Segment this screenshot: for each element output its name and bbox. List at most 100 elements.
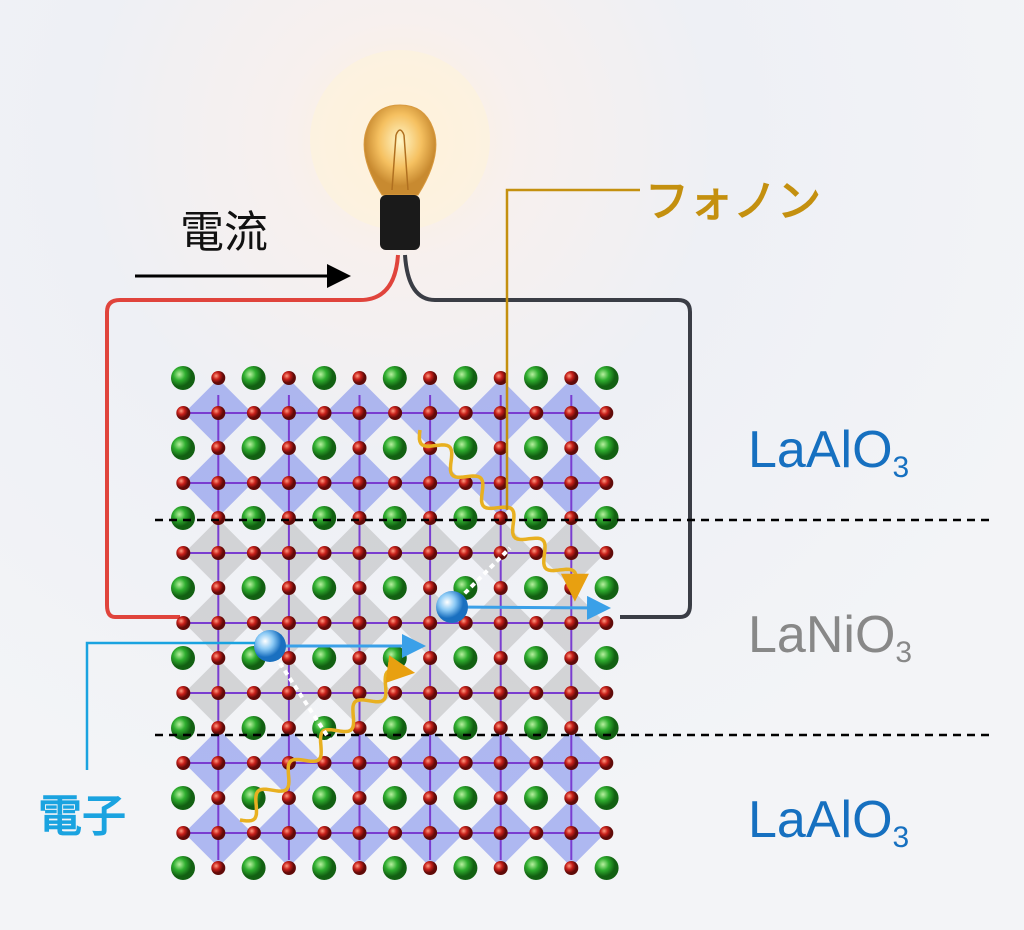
o-atom bbox=[352, 441, 367, 455]
o-atom bbox=[281, 581, 296, 595]
o-atom bbox=[599, 476, 614, 490]
o-atom bbox=[211, 581, 226, 595]
o-atom bbox=[211, 686, 226, 700]
o-atom bbox=[564, 511, 579, 525]
la-atom bbox=[453, 786, 478, 810]
la-atom bbox=[594, 576, 619, 600]
o-atom bbox=[599, 686, 614, 700]
o-atom bbox=[317, 616, 332, 630]
o-atom bbox=[352, 686, 367, 700]
o-atom bbox=[564, 791, 579, 805]
light-bulb-icon bbox=[363, 104, 437, 196]
o-atom bbox=[529, 476, 544, 490]
o-atom bbox=[281, 791, 296, 805]
o-atom bbox=[564, 861, 579, 875]
o-atom bbox=[388, 826, 403, 840]
o-atom bbox=[176, 756, 191, 770]
o-atom bbox=[599, 616, 614, 630]
o-atom bbox=[352, 581, 367, 595]
o-atom bbox=[564, 476, 579, 490]
bulb-filament bbox=[391, 129, 409, 191]
o-atom bbox=[599, 546, 614, 560]
subscript: 3 bbox=[895, 636, 913, 669]
o-atom bbox=[423, 826, 438, 840]
la-atom bbox=[524, 856, 548, 880]
la-atom bbox=[382, 506, 407, 530]
la-atom bbox=[453, 856, 478, 880]
la-atom bbox=[241, 506, 266, 530]
electron-sphere bbox=[436, 591, 468, 623]
o-atom bbox=[423, 581, 438, 595]
o-atom bbox=[388, 406, 403, 420]
o-atom bbox=[281, 616, 296, 630]
o-atom bbox=[564, 721, 579, 735]
la-atom bbox=[594, 366, 619, 390]
la-atom bbox=[382, 436, 407, 460]
o-atom bbox=[352, 791, 367, 805]
o-atom bbox=[317, 406, 332, 420]
o-atom bbox=[458, 826, 473, 840]
electron-label: 電子 bbox=[38, 791, 126, 842]
o-atom bbox=[317, 476, 332, 490]
la-atom bbox=[524, 646, 548, 670]
la-atom bbox=[171, 506, 195, 530]
la-atom bbox=[453, 436, 478, 460]
o-atom bbox=[281, 721, 296, 735]
o-atom bbox=[458, 406, 473, 420]
o-atom bbox=[564, 406, 579, 420]
o-atom bbox=[493, 511, 508, 525]
la-atom bbox=[453, 366, 478, 390]
o-atom bbox=[211, 616, 226, 630]
la-atom bbox=[312, 506, 337, 530]
positive-wire bbox=[105, 254, 400, 619]
la-atom bbox=[594, 716, 619, 740]
o-atom bbox=[352, 511, 367, 525]
o-atom bbox=[564, 826, 579, 840]
layer-label-laalo3-bottom: LaAlO3 bbox=[748, 790, 909, 855]
o-atom bbox=[176, 406, 191, 420]
o-atom bbox=[352, 616, 367, 630]
o-atom bbox=[423, 476, 438, 490]
o-atom bbox=[423, 651, 438, 665]
o-atom bbox=[211, 651, 226, 665]
la-atom bbox=[241, 576, 266, 600]
o-atom bbox=[246, 476, 261, 490]
layer-label-laalo3-top: LaAlO3 bbox=[748, 420, 909, 485]
o-atom bbox=[529, 826, 544, 840]
o-atom bbox=[281, 441, 296, 455]
la-atom bbox=[171, 786, 195, 810]
o-atom bbox=[211, 826, 226, 840]
bulb-socket bbox=[380, 195, 420, 250]
o-atom bbox=[458, 616, 473, 630]
o-atom bbox=[388, 476, 403, 490]
la-atom bbox=[171, 436, 195, 460]
phonon-wave-lower bbox=[239, 655, 416, 823]
phonon-wave-upper bbox=[417, 429, 589, 602]
negative-wire bbox=[403, 254, 692, 619]
la-atom bbox=[594, 856, 619, 880]
o-atom bbox=[564, 686, 579, 700]
formula: LaNiO bbox=[748, 606, 896, 664]
phonon-label: フォノン bbox=[645, 176, 821, 227]
o-atom bbox=[599, 826, 614, 840]
o-atom bbox=[246, 756, 261, 770]
la-atom bbox=[594, 786, 619, 810]
o-atom bbox=[493, 546, 508, 560]
o-atom bbox=[423, 371, 438, 385]
o-atom bbox=[211, 756, 226, 770]
o-atom bbox=[176, 546, 191, 560]
o-atom bbox=[352, 546, 367, 560]
la-atom bbox=[524, 576, 548, 600]
o-atom bbox=[388, 616, 403, 630]
o-atom bbox=[458, 756, 473, 770]
o-atom bbox=[176, 476, 191, 490]
la-atom bbox=[382, 716, 407, 740]
la-atom bbox=[241, 436, 266, 460]
la-atom bbox=[382, 646, 407, 670]
o-atom bbox=[211, 406, 226, 420]
o-atom bbox=[176, 826, 191, 840]
o-atom bbox=[493, 616, 508, 630]
la-atom bbox=[312, 576, 337, 600]
o-atom bbox=[423, 406, 438, 420]
o-atom bbox=[176, 616, 191, 630]
